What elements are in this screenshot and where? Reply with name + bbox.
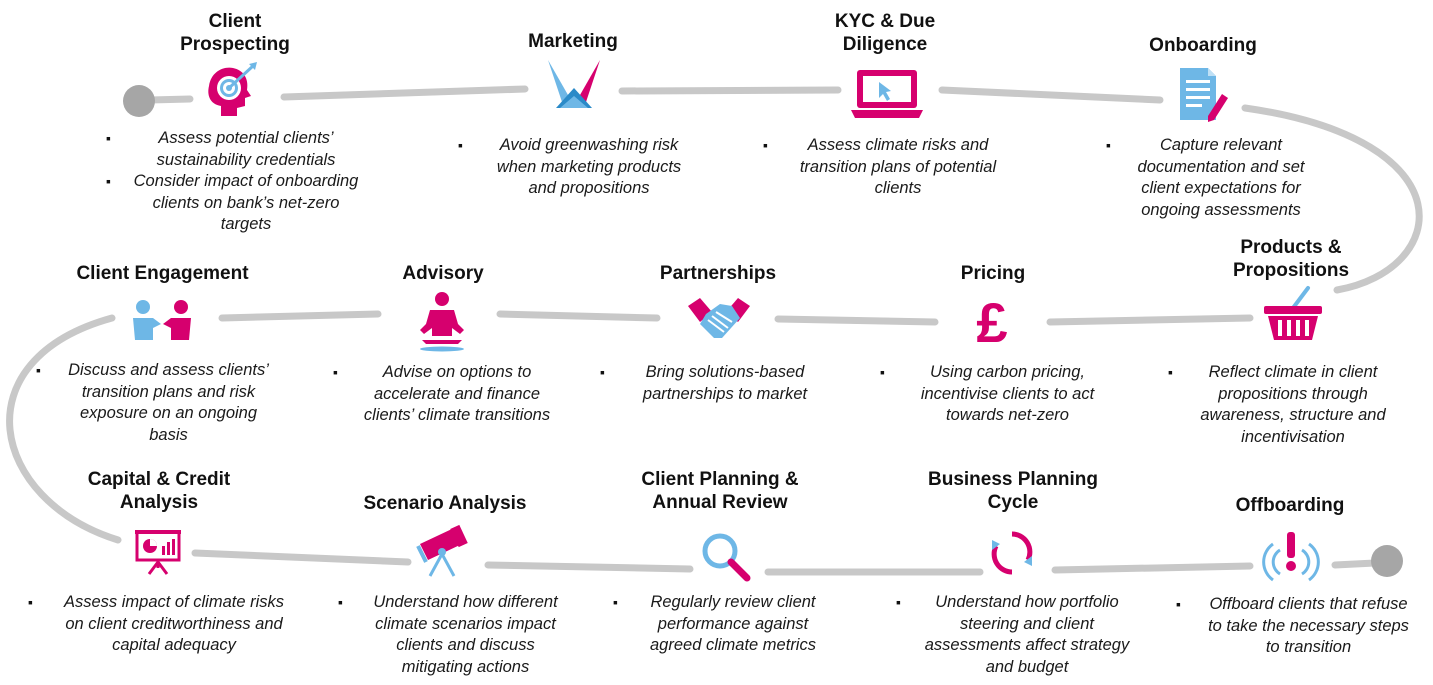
megaphone-shapes-icon (542, 58, 606, 118)
basket-icon (1262, 284, 1324, 344)
bullet: Discuss and assess clients’transition pl… (36, 360, 283, 446)
telescope-icon (414, 524, 470, 578)
svg-text:£: £ (976, 292, 1007, 348)
end-dot (1371, 545, 1403, 577)
bullet: Using carbon pricing,incentivise clients… (880, 362, 1117, 427)
stage-bullets-pricing: Using carbon pricing,incentivise clients… (880, 362, 1117, 427)
stage-title-onboarding: Onboarding (1149, 35, 1257, 56)
people-meeting-icon (131, 298, 193, 342)
pound-icon: £ (962, 292, 1022, 348)
stage-title-pricing: Pricing (960, 263, 1026, 284)
start-dot (123, 85, 155, 117)
document-pen-icon (1170, 66, 1234, 126)
cycle-arrows-icon (988, 528, 1036, 578)
stage-title-products: Products &Propositions (1232, 237, 1350, 281)
alert-signal-icon (1260, 528, 1322, 582)
stage-title-client-engagement: Client Engagement (76, 263, 249, 284)
stage-bullets-client-prospecting: Assess potential clients’sustainability … (106, 128, 368, 236)
laptop-icon (851, 64, 923, 124)
stage-title-advisory: Advisory (402, 263, 484, 284)
bullet: Assess potential clients’sustainability … (106, 128, 368, 171)
meditation-icon (412, 290, 472, 352)
stage-title-scenario: Scenario Analysis (363, 493, 527, 514)
stage-title-client-planning: Client Planning &Annual Review (641, 469, 799, 513)
target-head-icon (199, 60, 263, 120)
handshake-icon (686, 292, 752, 344)
stage-title-partnerships: Partnerships (659, 263, 777, 284)
presentation-board-icon (135, 528, 181, 576)
magnifier-icon (700, 532, 752, 582)
stage-bullets-client-engagement: Discuss and assess clients’transition pl… (36, 360, 283, 446)
stage-title-marketing: Marketing (528, 31, 618, 52)
stage-title-offboarding: Offboarding (1235, 495, 1345, 516)
